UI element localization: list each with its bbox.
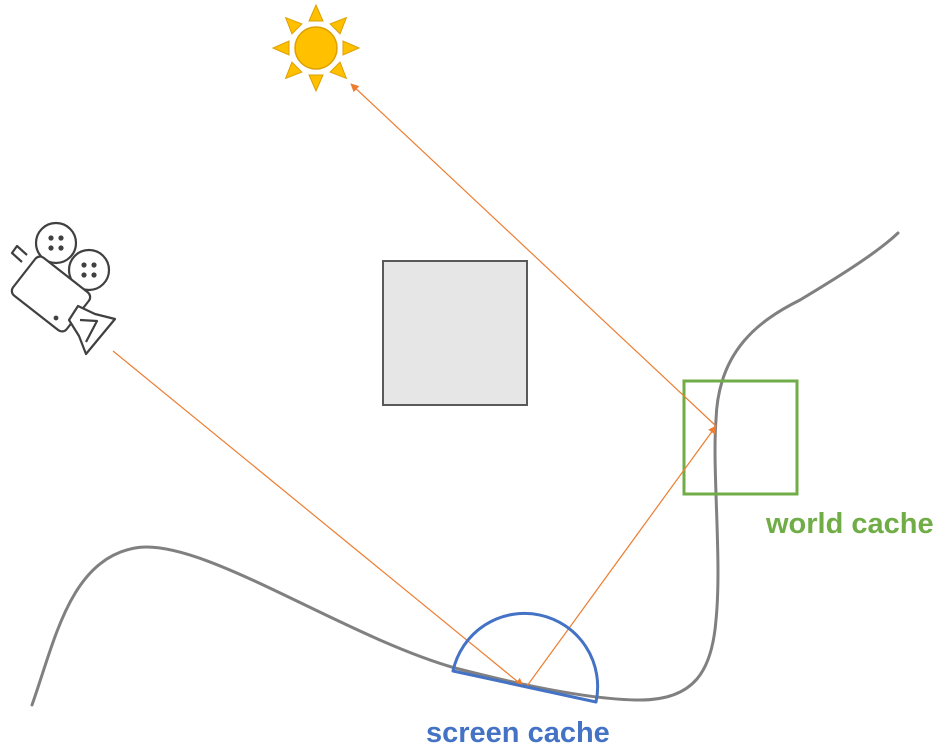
surface-curve (30, 231, 900, 707)
bounce-ray (526, 425, 717, 687)
sun-icon (271, 3, 361, 93)
movie-camera-icon (10, 221, 117, 356)
screen-cache-label: screen cache (426, 717, 610, 749)
camera-ray (112, 350, 524, 687)
world-cache-box (682, 379, 799, 496)
sun-ray (350, 83, 717, 427)
occluder-box (382, 260, 528, 406)
screen-cache-hemisphere (451, 611, 600, 704)
world-cache-label: world cache (766, 508, 934, 540)
